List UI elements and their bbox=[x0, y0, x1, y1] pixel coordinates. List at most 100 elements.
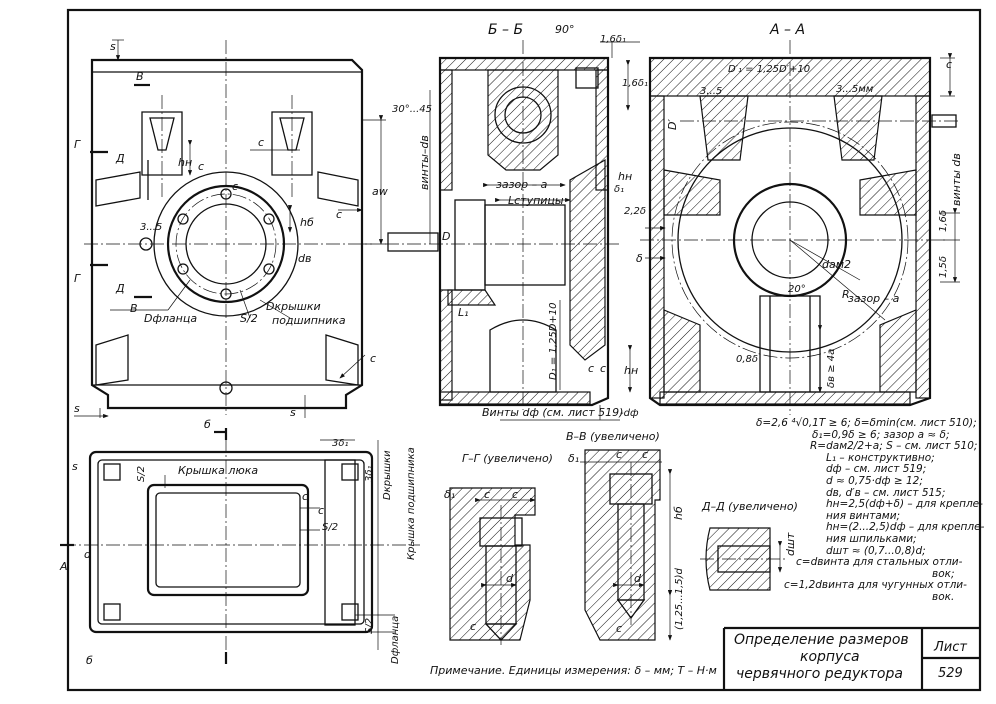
sheet-frame bbox=[66, 8, 982, 692]
label-hn-bb: hн bbox=[618, 170, 632, 183]
label-s-top: s bbox=[110, 40, 116, 53]
label-D1-vertical: D₁ = 1,25D+10 bbox=[548, 302, 559, 380]
label-dsht: dшт bbox=[784, 532, 797, 556]
units-note: Примечание. Единицы измерения: δ – мм; T… bbox=[430, 664, 717, 677]
formula-line: δ₁=0,9δ ≥ 6; зазор a ≈ δ; bbox=[812, 428, 950, 441]
label-screws-db-left: винты–dв bbox=[418, 135, 431, 190]
label-hn-bb-2: hн bbox=[624, 364, 638, 377]
label-v-cut-2: В bbox=[130, 302, 138, 315]
formula-line: dф – см. лист 519; bbox=[826, 463, 927, 476]
label-c-front-2: c bbox=[258, 136, 264, 149]
label-c-front-1: c bbox=[198, 160, 204, 173]
label-s2-top-1: S/2 bbox=[136, 466, 147, 482]
title-line-3: червячного редуктора bbox=[736, 666, 903, 682]
label-g-cut-2: Г bbox=[74, 272, 81, 285]
label-3-5-aa: 3...5 bbox=[700, 86, 722, 97]
label-gap-a-bb: зазор – a bbox=[496, 178, 548, 191]
label-d-am2: dам2 bbox=[822, 258, 851, 271]
label-s-bottom: s bbox=[74, 402, 80, 415]
top-view bbox=[60, 428, 420, 664]
label-c-bb-2: c bbox=[600, 362, 606, 375]
formula-line: dшт ≈ (0,7...0,8)d; bbox=[826, 544, 926, 557]
section-dd-title: Д–Д (увеличено) bbox=[701, 500, 798, 513]
label-c-vv-3: c bbox=[616, 622, 622, 635]
label-screws-db-right: винты dв bbox=[950, 153, 963, 206]
section-bb bbox=[385, 40, 640, 421]
label-gap-a-aa: зазор – a bbox=[848, 292, 900, 305]
label-c-vv-1: c bbox=[616, 448, 622, 461]
label-s-top-view: s bbox=[72, 460, 78, 473]
label-d-top: d bbox=[84, 548, 92, 561]
label-bearing: подшипника bbox=[272, 314, 346, 327]
title-line-2: корпуса bbox=[800, 649, 860, 665]
formula-line: ния винтами; bbox=[826, 509, 901, 522]
formula-line: R=dам2/2+a; S – см. лист 510; bbox=[810, 440, 978, 453]
label-3delta1-v: 3δ₁ bbox=[364, 466, 375, 483]
section-aa bbox=[640, 40, 960, 415]
label-bearing-cover-full: Крышка подшипника bbox=[406, 447, 417, 560]
title-line-1: Определение размеров bbox=[734, 632, 909, 648]
formula-line: вок; bbox=[932, 567, 955, 580]
label-hb-vv: hб bbox=[672, 506, 685, 520]
label-c-aa: c bbox=[946, 58, 952, 71]
formula-line: ния шпильками; bbox=[826, 532, 917, 545]
label-b-cut-bottom: б bbox=[86, 654, 93, 667]
section-vv-title: В–В (увеличено) bbox=[566, 430, 660, 443]
label-hn-front: hн bbox=[178, 156, 192, 169]
label-angle-30-45: 30°...45 bbox=[392, 104, 432, 115]
label-delta1-bb: 1,6δ₁ bbox=[600, 34, 626, 45]
label-delta-b: δв ≥ 4a bbox=[826, 349, 837, 388]
label-c-top-1: c bbox=[302, 490, 308, 503]
label-d-cover: Dкрышки bbox=[266, 300, 321, 313]
label-delta-bb: δ bbox=[636, 252, 643, 265]
label-d-cut-2: Д bbox=[115, 282, 125, 295]
section-bb-angle: 90° bbox=[555, 23, 575, 36]
label-s2-front: S/2 bbox=[240, 312, 258, 325]
label-range-3-5: 3...5 bbox=[140, 222, 162, 233]
label-s2-top-2: S/2 bbox=[322, 522, 338, 533]
label-c-top-2: c bbox=[318, 504, 324, 517]
label-v-cut: В bbox=[136, 70, 144, 83]
section-gg bbox=[449, 487, 536, 645]
label-c-gg-2: c bbox=[512, 488, 518, 501]
label-c-gg-1: c bbox=[484, 488, 490, 501]
label-angle-20: 20° bbox=[788, 284, 806, 295]
label-d-vv: d bbox=[634, 572, 642, 585]
label-c-bb-1: c bbox=[588, 362, 594, 375]
label-delta1-vv: δ₁ bbox=[568, 452, 579, 465]
label-d-cut-1: Д bbox=[115, 152, 125, 165]
label-aw: aw bbox=[372, 185, 388, 198]
label-R: R bbox=[842, 288, 850, 301]
label-hb-front: hб bbox=[300, 216, 314, 229]
label-D-prime: D′ bbox=[666, 119, 679, 130]
formula-line: вок. bbox=[932, 590, 955, 603]
label-D1-formula: D′₁ = 1,25D′+10 bbox=[728, 64, 810, 75]
label-l-hub: Lступицы bbox=[508, 194, 564, 207]
label-s2-top-3: S/2 bbox=[364, 618, 375, 634]
formula-line: c=1,2dвинта для чугунных отли- bbox=[784, 579, 967, 592]
formula-line: δ=2,6 ⁴√0,1T ≥ 6; δ=δmin(см. лист 510); bbox=[756, 417, 977, 429]
label-delta-16-bb: 1,6δ₁ bbox=[622, 78, 648, 89]
label-c-vv-2: c bbox=[642, 448, 648, 461]
formula-line: hн=(2...2,5)dф – для крепле- bbox=[826, 521, 985, 534]
label-c-front-3: c bbox=[232, 180, 238, 193]
label-minus-df: -dф bbox=[620, 408, 639, 419]
label-08-delta: 0,8δ bbox=[736, 354, 758, 365]
section-gg-title: Г–Г (увеличено) bbox=[462, 452, 553, 465]
formula-line: L₁ – конструктивно; bbox=[826, 451, 935, 464]
label-g-cut-1: Г bbox=[74, 138, 81, 151]
section-bb-title: Б – Б bbox=[488, 22, 523, 38]
label-d-flange: Dфланца bbox=[144, 312, 197, 325]
formula-line: c=dвинта для стальных отли- bbox=[796, 556, 963, 569]
sheet-label: Лист bbox=[934, 640, 967, 655]
sheet-number: 529 bbox=[938, 666, 963, 681]
label-D-bb: D bbox=[442, 230, 450, 243]
label-c-gg-3: c bbox=[470, 620, 476, 633]
section-dd bbox=[700, 527, 785, 591]
label-db-front: dв bbox=[298, 252, 311, 265]
label-d-gg: d bbox=[506, 572, 514, 585]
label-hatch-cover: Крышка люка bbox=[178, 464, 258, 477]
section-vv bbox=[580, 449, 673, 641]
label-range-vv: (1,25...1,5)d bbox=[674, 567, 685, 630]
